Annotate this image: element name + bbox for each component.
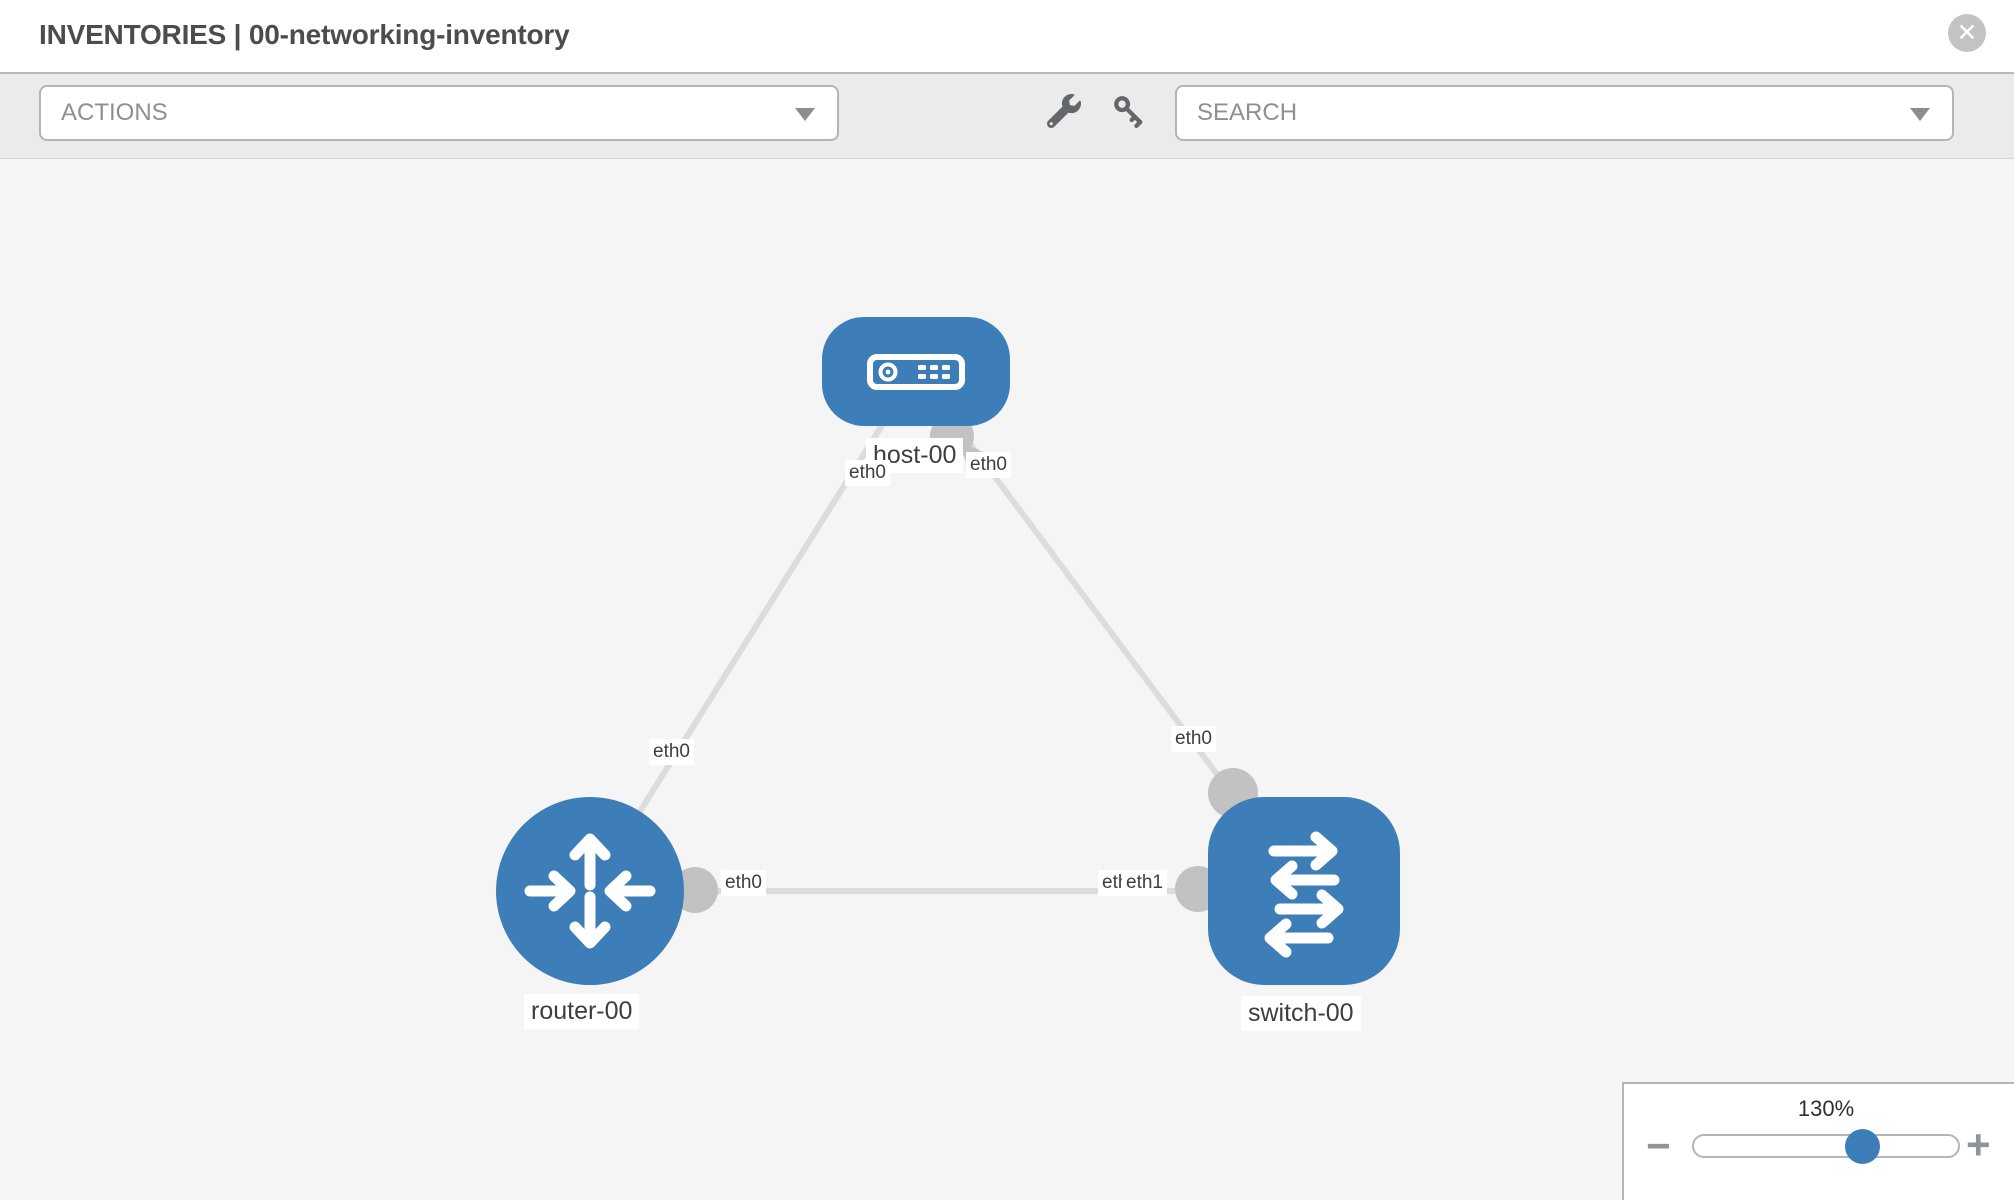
tools-button[interactable] — [1046, 94, 1083, 130]
zoom-level: 130% — [1797, 1096, 1855, 1121]
close-button[interactable]: ✕ — [1948, 14, 1986, 52]
node-label-router-00: router-00 — [524, 994, 640, 1029]
close-icon: ✕ — [1956, 19, 1978, 47]
key-button[interactable] — [1112, 94, 1148, 130]
toolbar: ACTIONS SEARCH — [0, 72, 2014, 159]
key-icon — [1114, 96, 1143, 128]
header: INVENTORIES | 00-networking-inventory ✕ — [0, 0, 2014, 72]
zoom-in-button[interactable]: + — [1966, 1121, 1991, 1168]
node-switch-00[interactable] — [1208, 797, 1400, 985]
switch-icon — [1264, 831, 1344, 958]
zoom-slider-thumb[interactable] — [1845, 1129, 1881, 1164]
link-host-router[interactable] — [587, 369, 919, 893]
chevron-down-icon — [1910, 108, 1930, 121]
interface-label-host-eth0-to-switch: eth0 — [966, 452, 1011, 478]
interface-label-host-eth0-to-router: eth0 — [845, 460, 890, 486]
actions-dropdown-label: ACTIONS — [61, 99, 168, 126]
router-icon — [524, 833, 656, 949]
interface-label-router-eth0-to-switch: eth0 — [721, 870, 766, 896]
topology-canvas[interactable]: host-00 router-00 switch-00 eth0 eth0 et… — [0, 159, 2014, 1200]
interface-dot-router[interactable] — [672, 867, 718, 913]
interface-label-switch-eth1-to-router: eth1 — [1122, 870, 1167, 896]
search-dropdown[interactable]: SEARCH — [1175, 85, 1954, 141]
wrench-icon — [1046, 94, 1081, 129]
actions-dropdown[interactable]: ACTIONS — [39, 85, 839, 141]
page-title: INVENTORIES | 00-networking-inventory — [39, 19, 570, 50]
node-router-00[interactable] — [496, 797, 684, 985]
interface-label-switch-eth0-to-host: eth0 — [1171, 726, 1216, 752]
zoom-out-button[interactable]: − — [1646, 1122, 1671, 1169]
node-label-switch-00: switch-00 — [1241, 996, 1361, 1031]
search-placeholder: SEARCH — [1197, 99, 1298, 126]
zoom-slider-track[interactable] — [1692, 1134, 1960, 1158]
node-host-00[interactable] — [822, 317, 1010, 426]
host-icon — [867, 353, 965, 390]
zoom-panel: 130% − + — [1622, 1082, 2014, 1200]
chevron-down-icon — [795, 108, 815, 121]
interface-label-router-eth0-to-host: eth0 — [649, 739, 694, 765]
topology-links-layer — [587, 369, 1307, 913]
